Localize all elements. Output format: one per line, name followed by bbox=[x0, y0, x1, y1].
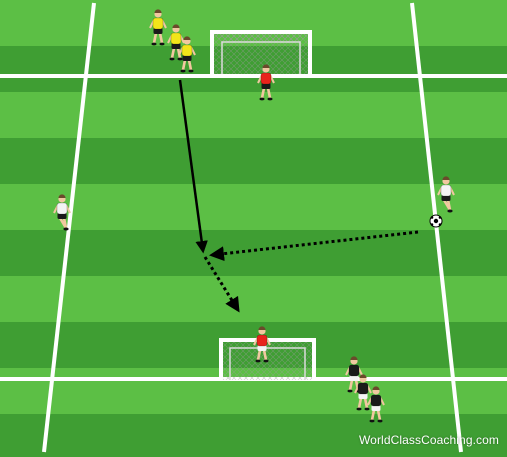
grass-stripe bbox=[0, 276, 507, 322]
players bbox=[53, 9, 455, 423]
solid-arrow bbox=[178, 79, 208, 254]
arrows bbox=[178, 79, 419, 313]
attacker-player bbox=[178, 36, 196, 73]
attacker-player bbox=[167, 24, 185, 61]
goalkeeper-player bbox=[253, 326, 271, 363]
defender-player bbox=[367, 386, 385, 423]
defender-player bbox=[354, 374, 372, 411]
dotted-arrow bbox=[203, 256, 240, 313]
attacker-player bbox=[149, 9, 167, 46]
grass-stripe bbox=[0, 92, 507, 138]
goalkeeper-player bbox=[257, 64, 275, 101]
watermark-text: WorldClassCoaching.com bbox=[358, 433, 499, 447]
right-sideline bbox=[410, 2, 463, 453]
grass-stripe bbox=[0, 138, 507, 184]
grass-stripe bbox=[0, 184, 507, 230]
grass-stripe bbox=[0, 230, 507, 276]
soccer-ball-icon bbox=[429, 214, 443, 228]
server-player bbox=[437, 176, 455, 213]
left-sideline bbox=[42, 2, 96, 453]
goal-icon bbox=[210, 30, 312, 74]
dotted-arrow bbox=[209, 230, 419, 262]
server-player bbox=[53, 194, 71, 231]
grass-stripe bbox=[0, 414, 507, 457]
